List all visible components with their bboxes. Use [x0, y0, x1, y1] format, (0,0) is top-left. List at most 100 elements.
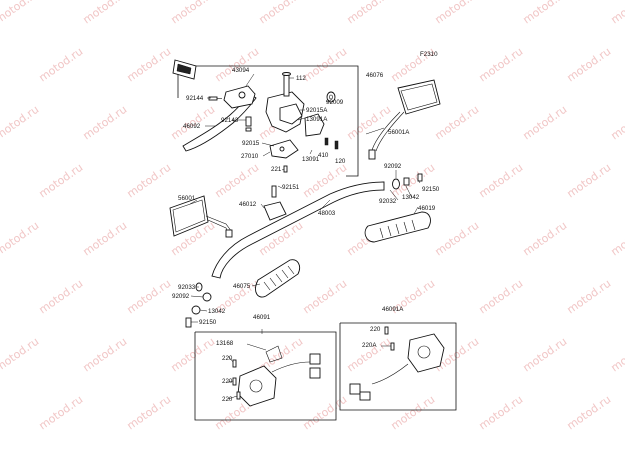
- bar-end-weight-icon: [392, 173, 423, 190]
- label-43094: 43094: [232, 67, 250, 74]
- left-switch-housing-icon: [237, 345, 321, 407]
- throttle-grip-icon: [364, 211, 431, 243]
- label-220-a: 220: [222, 355, 233, 362]
- watermark-text: motod.ru: [300, 277, 349, 317]
- label-46019: 46019: [418, 205, 436, 212]
- label-92092-right: 92092: [384, 163, 402, 170]
- watermark-text: motod.ru: [0, 103, 41, 143]
- watermark-text: motod.ru: [608, 0, 625, 26]
- watermark-text: motod.ru: [124, 277, 173, 317]
- label-92150-left: 92150: [199, 319, 217, 326]
- watermark-text: motod.ru: [344, 103, 393, 143]
- right-switch-screws-icon: [384, 326, 395, 351]
- washer-icon: [326, 91, 336, 103]
- watermark-text: motod.ru: [80, 103, 129, 143]
- watermark-text: motod.ru: [0, 335, 41, 375]
- watermark-text: motod.ru: [36, 161, 85, 201]
- part-labels: 46076 43094 112 92144 92009 92015A 13091…: [172, 67, 440, 403]
- label-220A: 220A: [362, 342, 377, 349]
- label-46091: 46091: [253, 314, 271, 321]
- label-92150-right: 92150: [422, 186, 440, 193]
- label-92015A: 92015A: [306, 107, 328, 114]
- watermark-text: motod.ru: [0, 219, 41, 259]
- watermark-text: motod.ru: [212, 45, 261, 85]
- clamp-icon: [304, 113, 325, 137]
- label-120: 120: [335, 158, 346, 165]
- label-220-c: 220: [222, 396, 233, 403]
- watermark-text: motod.ru: [564, 161, 613, 201]
- right-switch-frame: [339, 322, 457, 411]
- label-13091A: 13091A: [306, 116, 328, 123]
- watermark-text: motod.ru: [36, 45, 85, 85]
- bolt-410-icon: [324, 137, 329, 146]
- switch-bracket-icon: [269, 139, 299, 159]
- handlebar-icon: [211, 181, 385, 279]
- label-221: 221: [271, 166, 282, 173]
- watermark-text: motod.ru: [212, 161, 261, 201]
- watermark-text: motod.ru: [476, 45, 525, 85]
- watermark-text: motod.ru: [608, 335, 625, 375]
- figure-code: F2310: [420, 51, 438, 58]
- watermark-text: motod.ru: [256, 0, 305, 26]
- label-92092-left: 92092: [172, 293, 190, 300]
- label-56001A: 56001A: [388, 129, 410, 136]
- left-switch-screws-icon: [232, 359, 241, 400]
- right-mirror-icon: [368, 79, 441, 160]
- label-92151: 92151: [282, 184, 300, 191]
- label-410: 410: [318, 152, 329, 159]
- watermark-text: motod.ru: [168, 335, 217, 375]
- watermark-text: motod.ru: [300, 45, 349, 85]
- watermark-text: motod.ru: [80, 219, 129, 259]
- watermark-text: motod.ru: [608, 103, 625, 143]
- watermark-text: motod.ru: [564, 277, 613, 317]
- watermark-text: motod.ru: [124, 161, 173, 201]
- label-92009: 92009: [326, 99, 344, 106]
- watermark-text: motod.ru: [520, 103, 569, 143]
- watermark-text: motod.ru: [168, 0, 217, 26]
- watermark-text: motod.ru: [476, 161, 525, 201]
- label-56001: 56001: [178, 195, 196, 202]
- watermark-text: motod.ru: [344, 335, 393, 375]
- watermark-text: motod.ru: [344, 0, 393, 26]
- label-13042-left: 13042: [208, 308, 226, 315]
- right-switch-housing-icon: [349, 333, 445, 401]
- lever-holder-icon: [265, 72, 305, 133]
- label-92143: 92143: [221, 117, 239, 124]
- watermark-text: motod.ru: [80, 335, 129, 375]
- label-92015: 92015: [242, 140, 260, 147]
- label-13168: 13168: [216, 340, 234, 347]
- watermark-text: motod.ru: [476, 277, 525, 317]
- bolt-120-icon: [334, 140, 339, 150]
- watermark-text: motod.ru: [388, 393, 437, 433]
- handlebar-clamp-icon: [263, 201, 287, 221]
- clutch-lever-icon: [182, 85, 257, 152]
- bolt-92151-icon: [271, 185, 277, 198]
- label-220-b: 220: [222, 378, 233, 385]
- watermark-text: motod.ru: [300, 393, 349, 433]
- watermark-text: motod.ru: [36, 393, 85, 433]
- watermark-text: motod.ru: [520, 335, 569, 375]
- label-46012: 46012: [239, 201, 257, 208]
- screw-221-icon: [283, 165, 288, 173]
- label-13042-right: 13042: [402, 194, 420, 201]
- label-220-d: 220: [370, 326, 381, 333]
- watermark-text: motod.ru: [80, 0, 129, 26]
- label-48003: 48003: [318, 210, 336, 217]
- watermark-text: motod.ru: [520, 0, 569, 26]
- watermark-text: motod.ru: [36, 277, 85, 317]
- left-switch-frame: [194, 331, 337, 421]
- watermark-text: motod.ru: [608, 219, 625, 259]
- label-46091A: 46091A: [382, 306, 404, 313]
- label-92144: 92144: [186, 95, 204, 102]
- label-27010: 27010: [241, 153, 259, 160]
- label-46092: 46092: [183, 123, 201, 130]
- watermark-text: motod.ru: [124, 393, 173, 433]
- watermark-text: motod.ru: [520, 219, 569, 259]
- watermark-text: motod.ru: [564, 45, 613, 85]
- watermark-text: motod.ru: [432, 0, 481, 26]
- watermark-text: motod.ru: [564, 393, 613, 433]
- label-13091: 13091: [302, 156, 320, 163]
- warning-label-icon: [172, 59, 197, 80]
- pivot-bolt-icon: [208, 96, 222, 101]
- watermark-text: motod.ru: [0, 0, 41, 26]
